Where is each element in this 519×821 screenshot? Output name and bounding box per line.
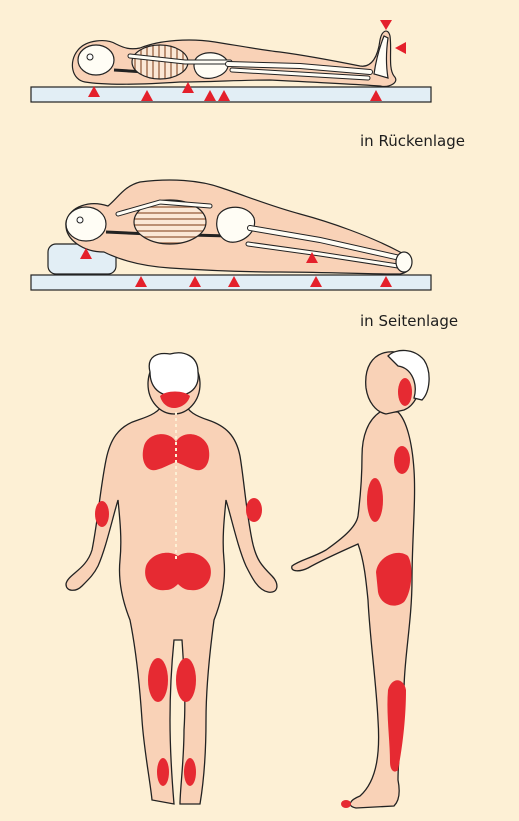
lateral-caption: in Seitenlage: [360, 312, 458, 330]
red-triangle-icon: [380, 20, 392, 30]
pressure-area-hip: [376, 553, 411, 606]
pressure-area-elbow-left: [95, 501, 109, 527]
red-triangle-icon: [395, 42, 406, 54]
pressure-area-elbow-right: [246, 498, 262, 522]
lateral-skull: [66, 207, 106, 241]
pressure-area-shoulder: [394, 446, 410, 474]
supine-skull: [78, 45, 114, 75]
back-view-hair: [149, 353, 198, 396]
pressure-area-knee-left: [148, 658, 168, 702]
pressure-area-knee-right: [176, 658, 196, 702]
pressure-area-knee-ankle: [387, 680, 406, 771]
pressure-area-heel-left: [157, 758, 169, 786]
pressure-area-heel: [341, 800, 351, 808]
back-view-figure: [66, 353, 277, 804]
supine-scene: [31, 20, 431, 102]
pressure-area-ear: [398, 378, 412, 406]
supine-caption: in Rückenlage: [360, 132, 465, 150]
pressure-area-elbow: [367, 478, 383, 522]
side-view-figure: [292, 350, 429, 808]
pressure-area-heel-right: [184, 758, 196, 786]
lateral-scene: [31, 180, 431, 290]
